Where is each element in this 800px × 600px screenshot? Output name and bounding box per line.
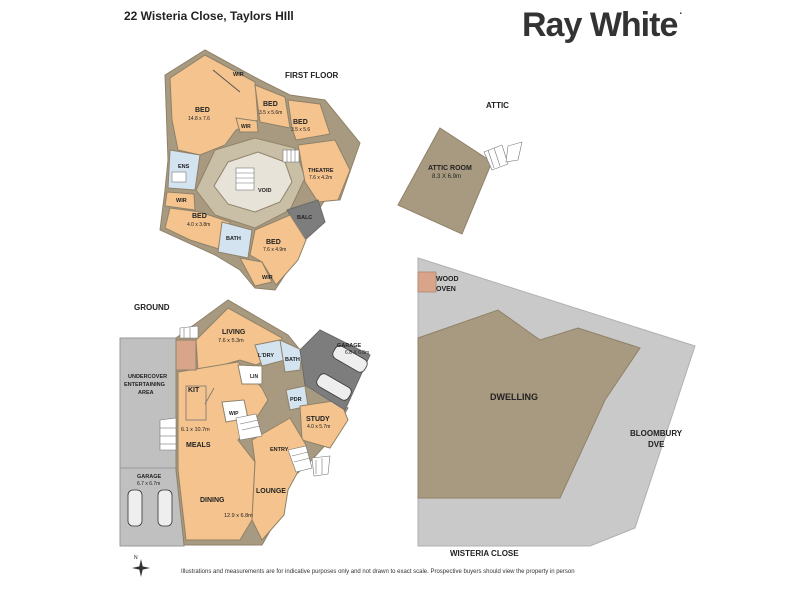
undercover-label-1: UNDERCOVER [128, 374, 167, 380]
undercover-label-3: AREA [138, 390, 154, 396]
garage-top-size: 6.8 X 6.8m [345, 350, 369, 356]
theatre-label: THEATRE [308, 168, 334, 174]
wir-4-label: WIR [262, 275, 273, 281]
street-bloombury-1: BLOOMBURY [630, 429, 683, 438]
room-wir-3 [164, 191, 196, 211]
room-bed-2 [254, 84, 291, 129]
wood-oven [417, 271, 437, 293]
theatre-size: 7.6 x 4.2m [309, 175, 332, 181]
bath-ground-label: BATH [285, 357, 300, 363]
attic-plan [397, 127, 523, 235]
linen-label: LIN [250, 374, 258, 380]
powder-label: PDR [290, 397, 302, 403]
void-stairs [235, 167, 255, 191]
bed-4-label: BED [192, 213, 207, 220]
compass-icon: N [132, 555, 150, 577]
attic-stairs [483, 141, 523, 171]
compass-north-label: N [134, 555, 138, 561]
bed-5-label: BED [266, 239, 281, 246]
first-floor-stairs [282, 149, 300, 163]
site-plan [417, 257, 696, 547]
ray-white-logo: Ray White. [522, 6, 682, 45]
ground-heading: GROUND [134, 303, 170, 312]
room-bed-1 [169, 54, 259, 156]
wir-3-label: WIR [176, 198, 187, 204]
dining-label: DINING [200, 497, 225, 504]
balc-label: BALC [297, 215, 312, 221]
bed-4-size: 4.0 x 3.8m [187, 222, 210, 228]
room-bed-3 [287, 99, 331, 141]
room-entry-lounge [251, 417, 307, 541]
room-attic [397, 127, 493, 235]
room-bed-5 [249, 214, 307, 286]
wir-2-label: WIR [241, 124, 251, 130]
bed-1-label: BED [195, 107, 210, 114]
bed-5-size: 7.6 x 4.9m [263, 247, 286, 253]
bed-2-label: BED [263, 101, 278, 108]
logo-text: Ray White [522, 6, 678, 44]
bed-3-size: 3.5 x 5.6 [291, 127, 310, 133]
first-floor-heading: FIRST FLOOR [285, 71, 339, 80]
living-size: 7.6 x 5.3m [218, 338, 244, 344]
kit-label: KIT [188, 387, 200, 394]
fireplace [175, 339, 197, 371]
first-floor-plan [159, 49, 361, 291]
dwelling-footprint [417, 309, 641, 499]
room-theatre [297, 139, 351, 203]
disclaimer-text: Illustrations and measurements are for i… [181, 569, 575, 575]
street-bloombury-2: DVE [648, 440, 665, 449]
lounge-label: LOUNGE [256, 488, 286, 495]
wood-oven-label-1: WOOD [436, 276, 459, 283]
ens-label: ENS [178, 164, 190, 170]
kitchen-size: 6.1 x 10.7m [181, 427, 210, 433]
garage-bottom-size: 6.7 x 6.7m [137, 481, 160, 487]
attic-room-size: 8.3 X 6.9m [432, 174, 461, 180]
bed-1-size: 14.8 x 7.6 [188, 116, 210, 122]
bed-3-label: BED [293, 119, 308, 126]
study-size: 4.0 x 5.7m [307, 424, 330, 430]
attic-room-label: ATTIC ROOM [428, 165, 472, 172]
wood-oven-label-2: OVEN [436, 286, 456, 293]
car-icon [127, 345, 368, 527]
bed-2-size: 3.5 x 5.6m [259, 110, 282, 116]
room-bath [217, 221, 253, 259]
wip-label: WIP [229, 411, 239, 417]
living-label: LIVING [222, 329, 246, 336]
ground-stairs [159, 325, 331, 477]
area-garage-top [299, 329, 371, 411]
dining-size: 12.9 x 6.8m [224, 513, 253, 519]
wir-1-label: WIR [233, 72, 244, 78]
logo-mark: . [679, 6, 682, 17]
study-label: STUDY [306, 416, 330, 423]
undercover-label-2: ENTERTAINING [124, 382, 165, 388]
ground-floor-plan [119, 299, 371, 547]
garage-top-label: GARAGE [337, 343, 361, 349]
ens-bath-fixture [171, 171, 187, 183]
bath-ff-label: BATH [226, 236, 241, 242]
property-address: 22 Wisteria Close, Taylors HIll [124, 9, 294, 23]
room-wir-4 [239, 257, 273, 287]
room-ens [167, 149, 201, 191]
attic-heading: ATTIC [486, 101, 509, 110]
garage-bottom-label: GARAGE [137, 474, 161, 480]
street-wisteria: WISTERIA CLOSE [450, 549, 519, 558]
laundry-label: L'DRY [258, 353, 274, 359]
void-label: VOID [258, 188, 271, 194]
dwelling-label: DWELLING [490, 392, 538, 402]
room-bath-ground [279, 339, 303, 373]
meals-label: MEALS [186, 442, 211, 449]
room-linen [237, 364, 263, 385]
room-wir-2 [235, 117, 259, 133]
entry-label: ENTRY [270, 447, 289, 453]
